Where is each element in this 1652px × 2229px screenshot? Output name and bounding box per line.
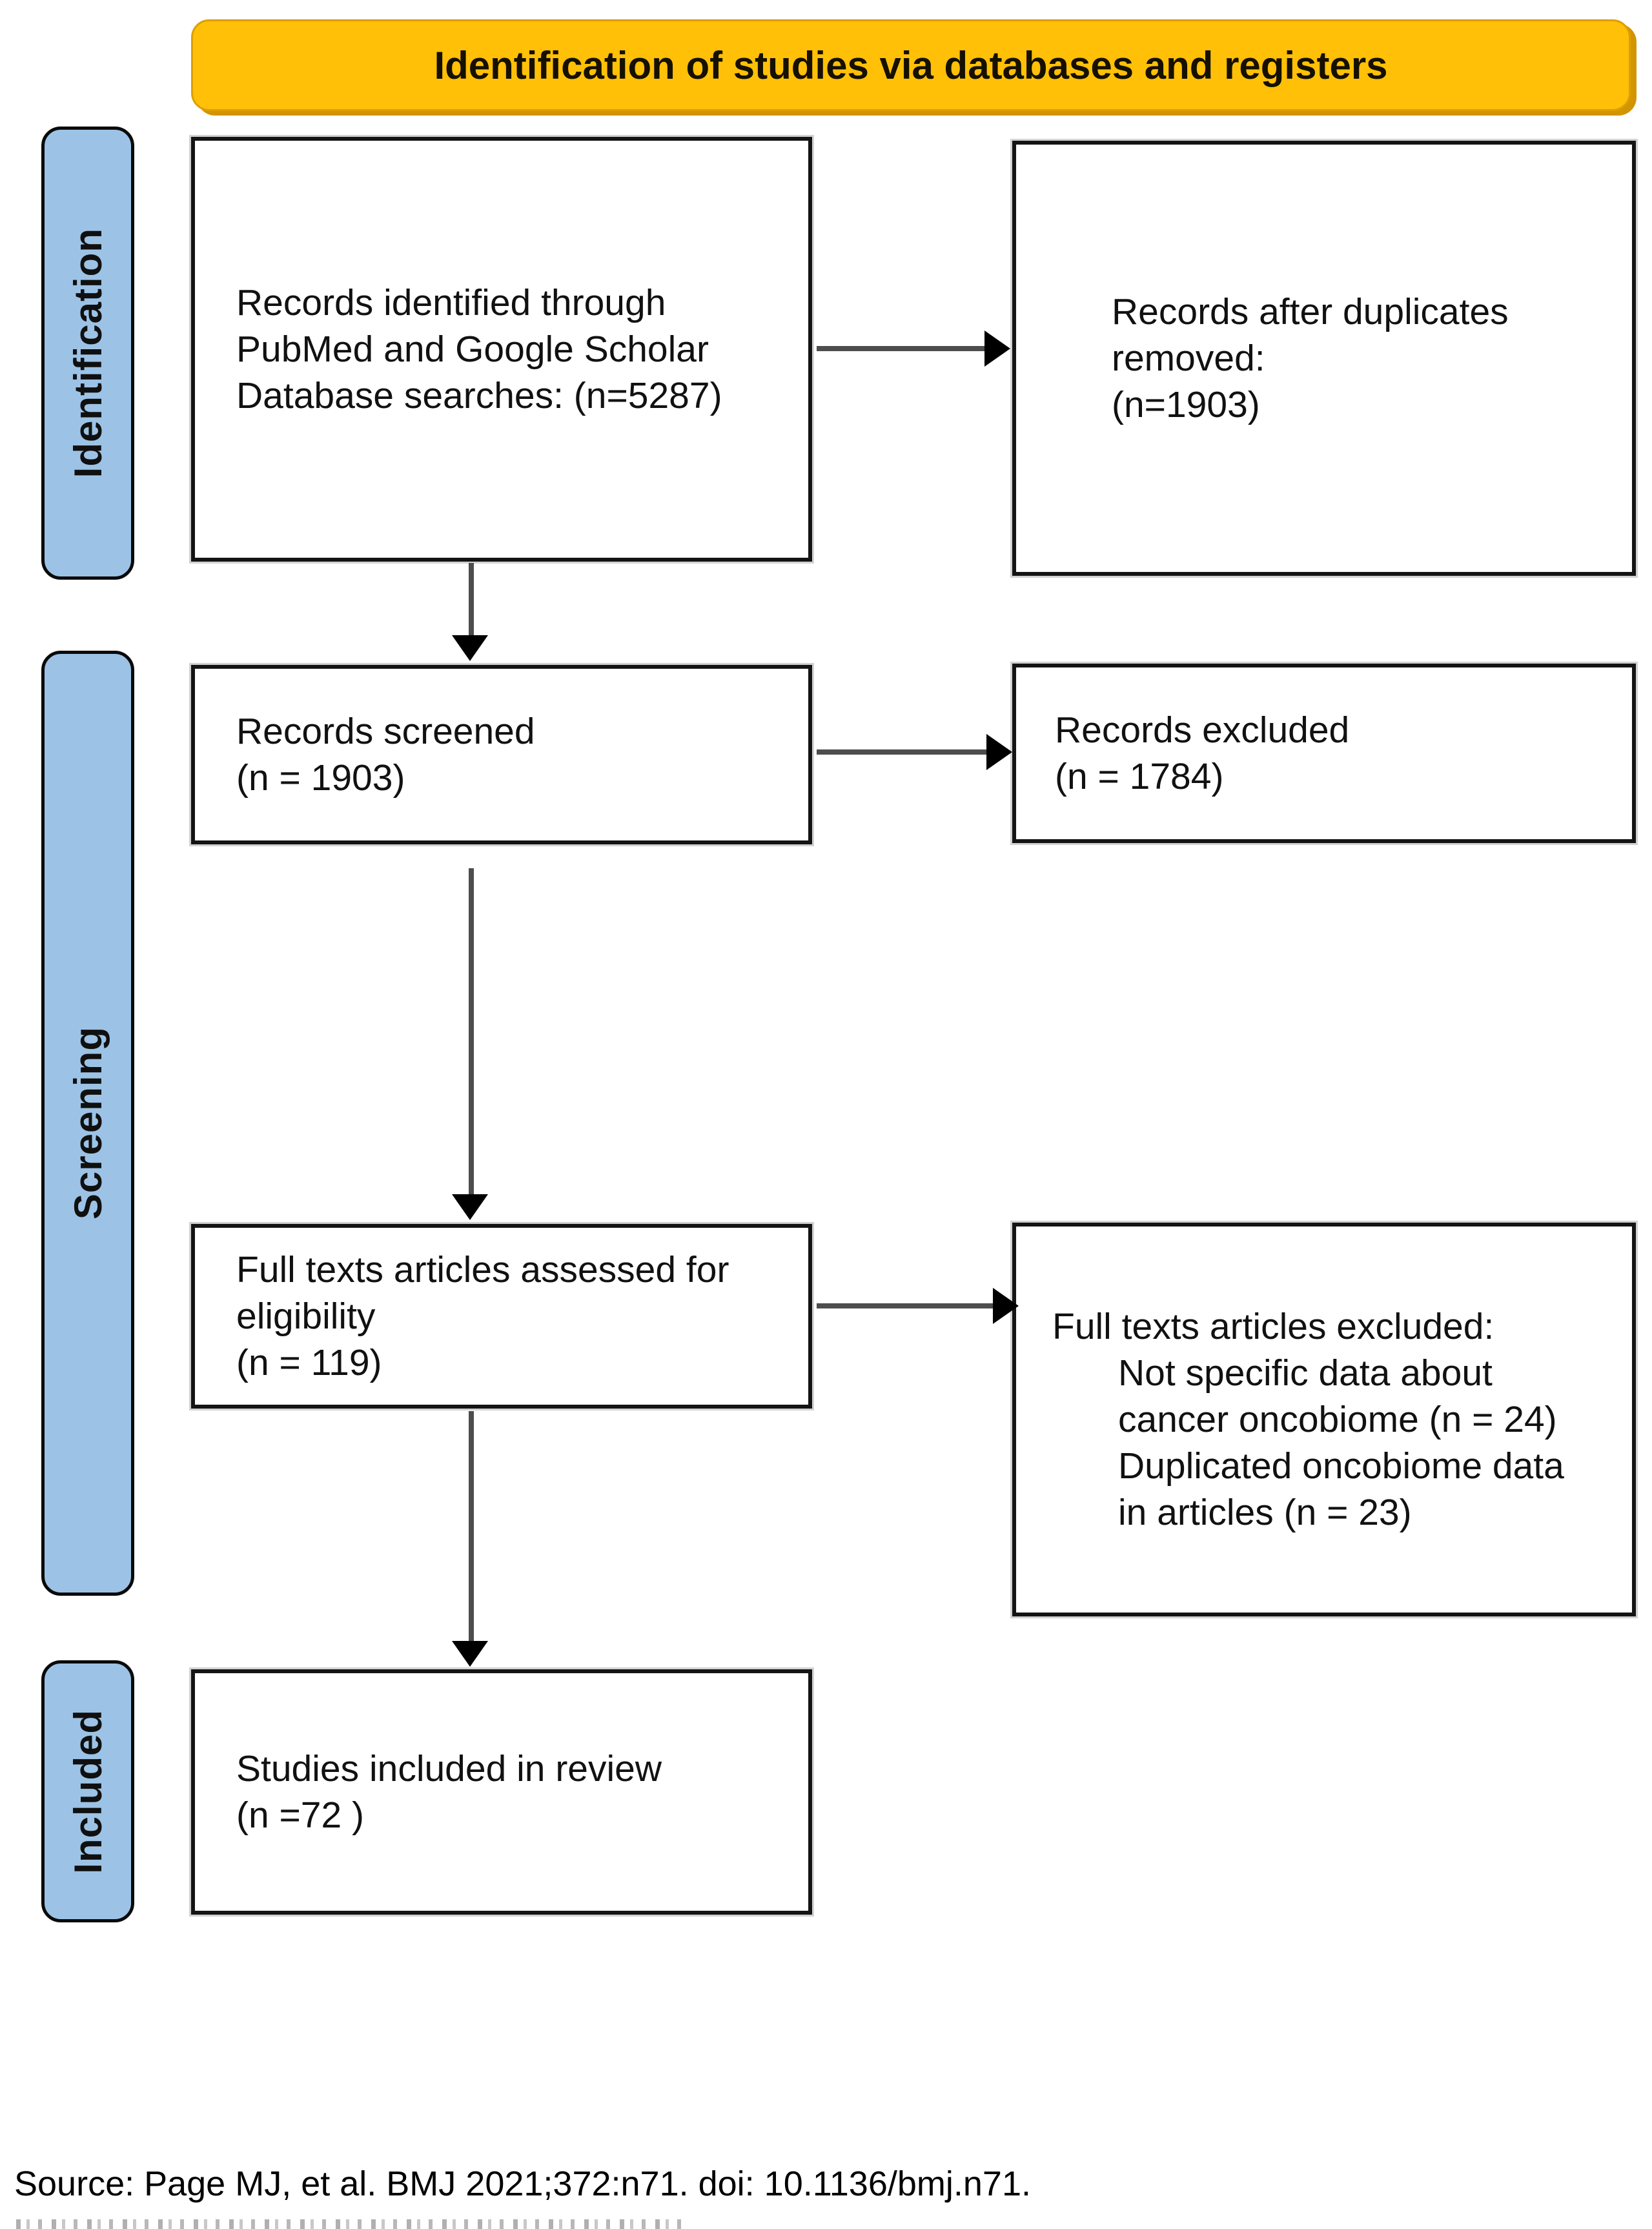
stage-label-included: Included (41, 1660, 134, 1922)
box-text-line: Records screened (236, 711, 535, 752)
stage-label-screening: Screening (41, 651, 134, 1596)
box-fulltext-excluded: Full texts articles excluded: Not specif… (1012, 1223, 1636, 1616)
box-text-line: (n = 119) (236, 1342, 382, 1383)
cutoff-text-fragment (16, 2219, 691, 2229)
source-citation: Source: Page MJ, et al. BMJ 2021;372:n71… (14, 2164, 1031, 2203)
box-text-line: Not specific data about (1118, 1352, 1493, 1394)
arrow-identified-to-screened (452, 563, 491, 661)
stage-label-text: Identification (66, 228, 110, 478)
arrow-head-down-icon (452, 1641, 488, 1667)
box-text-line: Full texts articles excluded: (1052, 1306, 1494, 1347)
box-text-line: Records excluded (1055, 709, 1350, 751)
box-text-line: Duplicated oncobiome data (1118, 1445, 1564, 1487)
box-text-line: (n=1903) (1112, 384, 1260, 425)
box-text-line: (n = 1784) (1055, 756, 1224, 797)
box-text-line: (n =72 ) (236, 1795, 365, 1836)
box-text-line: (n = 1903) (236, 757, 405, 799)
title-banner: Identification of studies via databases … (191, 19, 1631, 111)
stage-label-identification: Identification (41, 127, 134, 580)
arrow-head-right-icon (984, 331, 1010, 367)
arrow-line (817, 1303, 995, 1308)
arrow-line (469, 1411, 474, 1644)
arrow-identified-to-duplicates (817, 331, 1010, 367)
box-studies-included: Studies included in review (n =72 ) (191, 1669, 812, 1915)
box-text-line: Records after duplicates (1112, 291, 1509, 332)
diagram-title: Identification of studies via databases … (434, 43, 1388, 87)
box-text-line: in articles (n = 23) (1118, 1492, 1412, 1533)
stage-label-text: Included (66, 1709, 110, 1874)
stage-label-text: Screening (66, 1026, 110, 1220)
box-text-line: removed: (1112, 338, 1265, 379)
arrow-head-down-icon (452, 1194, 488, 1220)
box-text-line: Records identified through (236, 282, 666, 323)
arrow-head-right-icon (986, 734, 1012, 770)
box-records-identified: Records identified through PubMed and Go… (191, 137, 812, 562)
arrow-head-right-icon (993, 1288, 1019, 1324)
box-text-line: Full texts articles assessed for (236, 1249, 729, 1290)
arrow-head-down-icon (452, 635, 488, 661)
box-text-line: Database searches: (n=5287) (236, 375, 722, 416)
arrow-line (817, 749, 989, 755)
arrow-line (469, 563, 474, 638)
box-records-excluded: Records excluded (n = 1784) (1012, 664, 1636, 843)
arrow-assessed-to-included (452, 1411, 491, 1667)
arrow-line (469, 868, 474, 1197)
arrow-assessed-to-excluded (817, 1288, 1019, 1324)
box-text-line: PubMed and Google Scholar (236, 329, 709, 370)
arrow-screened-to-excluded (817, 734, 1012, 770)
box-text-line: eligibility (236, 1296, 376, 1337)
box-records-screened: Records screened (n = 1903) (191, 665, 812, 844)
arrow-screened-to-assessed (452, 868, 491, 1220)
box-fulltext-assessed: Full texts articles assessed for eligibi… (191, 1224, 812, 1409)
box-text-line: Studies included in review (236, 1748, 662, 1789)
box-duplicates-removed: Records after duplicates removed: (n=190… (1012, 141, 1636, 576)
arrow-line (817, 346, 987, 351)
box-text-line: cancer oncobiome (n = 24) (1118, 1399, 1557, 1440)
